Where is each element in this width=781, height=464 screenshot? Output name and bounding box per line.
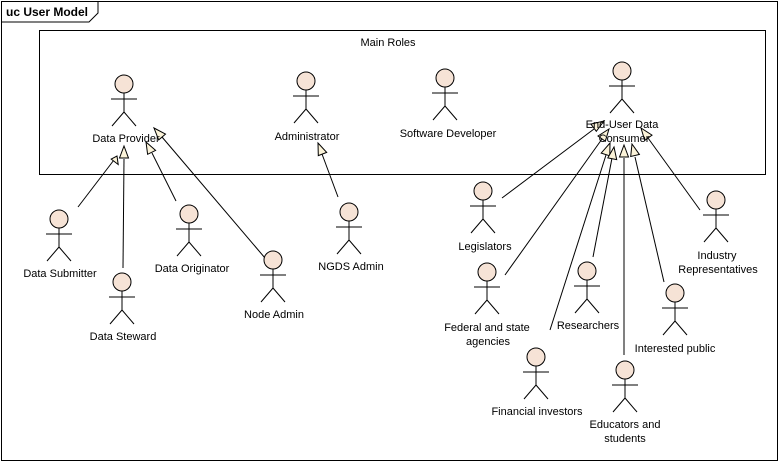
actor-data-steward xyxy=(109,272,135,325)
actor-data-originator xyxy=(176,204,202,257)
arrowhead-financial xyxy=(600,141,611,157)
label-industry-line2: Representatives xyxy=(678,264,758,276)
label-researchers: Researchers xyxy=(557,320,620,332)
actor-end-user-data-consumer xyxy=(609,61,635,114)
label-financial-investors: Financial investors xyxy=(491,406,583,418)
label-federal-line1: Federal and state xyxy=(444,322,530,334)
actor-ngds-admin xyxy=(336,202,362,255)
arrowhead-researchers xyxy=(607,145,618,161)
gen-line-financial xyxy=(549,154,607,331)
actor-labels: Data Provider Administrator Software Dev… xyxy=(23,119,758,445)
actor-industry-representatives xyxy=(703,190,729,243)
gen-line-researchers xyxy=(592,157,613,258)
label-legislators: Legislators xyxy=(458,241,512,253)
actor-researchers xyxy=(574,261,600,314)
generalization-arrowheads xyxy=(110,120,653,166)
label-data-submitter: Data Submitter xyxy=(23,268,97,280)
label-federal-line2: agencies xyxy=(466,336,511,348)
label-data-provider: Data Provider xyxy=(92,133,160,145)
label-administrator: Administrator xyxy=(275,131,340,143)
frame-title-tab xyxy=(1,1,99,23)
actor-interested-public xyxy=(662,283,688,336)
arrowhead-educators xyxy=(618,143,630,158)
actor-administrator xyxy=(293,71,319,124)
label-software-developer: Software Developer xyxy=(400,128,497,140)
gen-line-originator xyxy=(151,152,177,202)
gen-line-public xyxy=(634,156,665,283)
arrowhead-node-admin xyxy=(153,126,167,141)
main-roles-title: Main Roles xyxy=(360,37,416,49)
generalization-lines xyxy=(77,128,701,355)
main-roles-boundary xyxy=(39,30,766,175)
actor-data-provider xyxy=(111,74,137,127)
arrowhead-submitter xyxy=(110,155,119,166)
label-ngds-admin: NGDS Admin xyxy=(318,261,383,273)
gen-line-node-admin xyxy=(161,136,266,259)
gen-line-steward xyxy=(122,158,125,269)
label-educators-line2: students xyxy=(604,433,646,445)
gen-line-ngds-admin xyxy=(321,153,339,198)
arrowhead-legislators xyxy=(590,120,606,133)
arrowhead-ngds-admin xyxy=(317,141,328,157)
label-data-steward: Data Steward xyxy=(90,331,157,343)
actor-data-submitter xyxy=(46,209,72,262)
arrowhead-federal xyxy=(597,127,610,143)
actor-node-admin xyxy=(260,250,286,303)
label-end-user-line2: Consumer xyxy=(599,133,650,145)
label-educators-line1: Educators and xyxy=(590,419,661,431)
arrowhead-industry xyxy=(640,126,653,142)
actor-federal-and-state-agencies xyxy=(474,262,500,315)
arrowhead-originator xyxy=(145,140,157,156)
actor-educators-and-students xyxy=(612,360,638,413)
gen-line-submitter xyxy=(77,155,118,208)
label-interested-public: Interested public xyxy=(635,343,716,355)
actor-software-developer xyxy=(432,68,458,121)
arrowhead-public xyxy=(630,142,641,158)
actor-financial-investors xyxy=(523,347,549,400)
label-node-admin: Node Admin xyxy=(244,309,304,321)
actor-legislators xyxy=(470,181,496,234)
label-industry-line1: Industry xyxy=(697,250,737,262)
frame-title: uc User Model xyxy=(6,5,88,19)
label-end-user-line1: End-User Data xyxy=(586,119,660,131)
arrowhead-steward xyxy=(118,144,130,159)
gen-line-federal xyxy=(504,138,603,276)
gen-line-legislators xyxy=(501,128,595,199)
label-data-originator: Data Originator xyxy=(155,263,230,275)
gen-line-industry xyxy=(647,137,701,211)
